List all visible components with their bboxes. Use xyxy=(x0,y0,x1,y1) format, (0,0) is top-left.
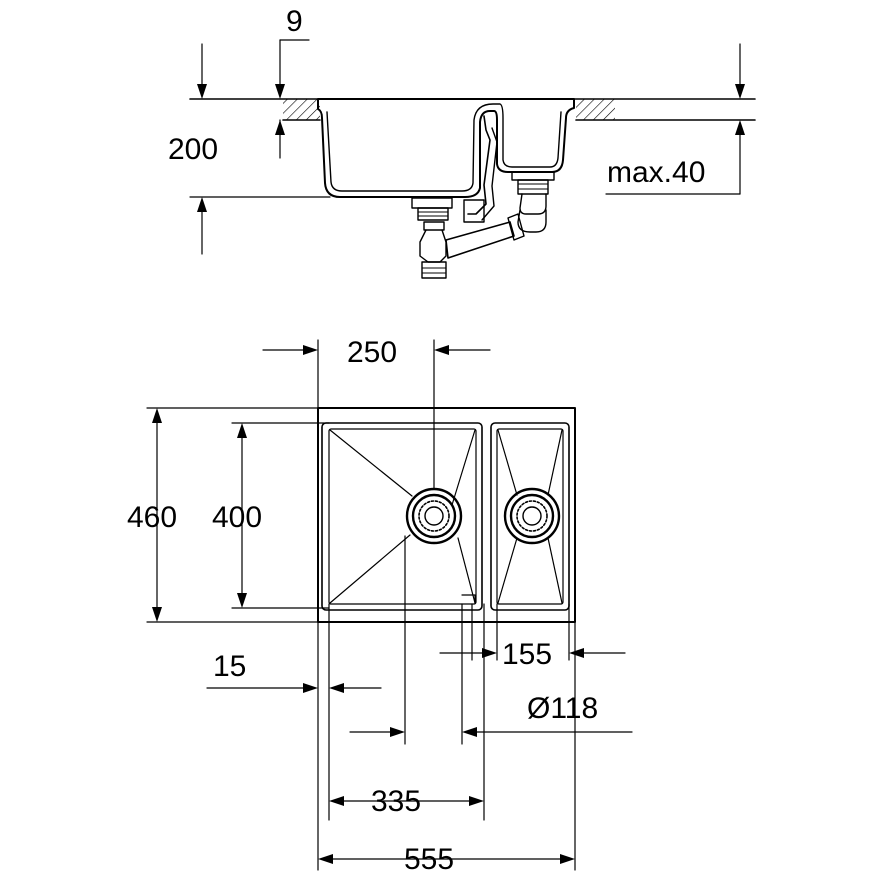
dim-555-arrow-left xyxy=(318,854,333,864)
dim-400-arrow-top xyxy=(237,423,247,438)
left-waste-assembly xyxy=(411,197,453,279)
worktop-section-right xyxy=(576,99,615,120)
label-overall-width: 555 xyxy=(404,843,455,876)
dim-15-arrow-left xyxy=(303,683,318,693)
dim-200-arrow-top xyxy=(197,84,207,99)
sink-outer-rim xyxy=(317,407,576,623)
small-bowl-slope-lines xyxy=(497,429,563,604)
dim-335-arrow-right xyxy=(469,796,484,806)
dim-335-arrow-left xyxy=(329,796,344,806)
top-plan-view xyxy=(146,339,633,871)
label-flange-thickness: 9 xyxy=(286,5,303,38)
dim-200-arrow-bottom xyxy=(197,197,207,212)
right-waste-assembly xyxy=(511,171,555,233)
connecting-pipe xyxy=(445,221,515,259)
dim-155-arrow-right xyxy=(569,648,584,658)
overflow-connector xyxy=(463,199,485,223)
label-small-bowl-width: 155 xyxy=(502,638,553,671)
dim-400-arrow-bottom xyxy=(237,593,247,608)
large-bowl-outer xyxy=(321,422,483,611)
small-bowl-drain xyxy=(503,487,561,545)
large-bowl-inner xyxy=(328,428,477,605)
label-max-worktop: max.40 xyxy=(607,156,706,189)
dim-250-arrow-left xyxy=(303,345,318,355)
label-inner-depth: 400 xyxy=(212,501,263,534)
sink-bowl-inner xyxy=(326,103,562,192)
dim-15-arrow-right xyxy=(329,683,344,693)
dim-155-arrow-left xyxy=(482,648,497,658)
label-waste-diameter: Ø118 xyxy=(527,692,599,725)
label-large-bowl-width: 335 xyxy=(371,785,422,818)
sink-bowl-outline xyxy=(317,98,575,198)
worktop-section-left xyxy=(283,99,320,120)
small-bowl-outer xyxy=(490,422,570,611)
connecting-pipe-joint xyxy=(507,213,525,241)
dim-max40-arrow-top xyxy=(735,84,745,99)
overflow-pipe xyxy=(467,115,491,215)
large-bowl-drain xyxy=(405,487,463,545)
dim-118-arrow-right xyxy=(462,727,477,737)
small-bowl-inner xyxy=(496,428,564,605)
dim-118-arrow-left xyxy=(390,727,405,737)
label-rim-width: 15 xyxy=(213,650,247,683)
side-section-view xyxy=(189,39,756,279)
dim-max40-arrow-bottom xyxy=(735,120,745,135)
dim-250-arrow-right xyxy=(434,345,449,355)
label-bowl-depth: 200 xyxy=(168,133,219,166)
dim-460-arrow-bottom xyxy=(152,607,162,622)
dim-9-arrow-top xyxy=(275,84,285,99)
overflow-pipe-inner xyxy=(481,127,498,221)
large-bowl-corner-detail xyxy=(461,594,476,604)
label-outer-depth: 460 xyxy=(127,501,178,534)
large-bowl-slope-lines xyxy=(329,429,476,604)
dim-460-arrow-top xyxy=(152,408,162,423)
label-waste-offset: 250 xyxy=(347,336,398,369)
dim-555-arrow-right xyxy=(560,854,575,864)
